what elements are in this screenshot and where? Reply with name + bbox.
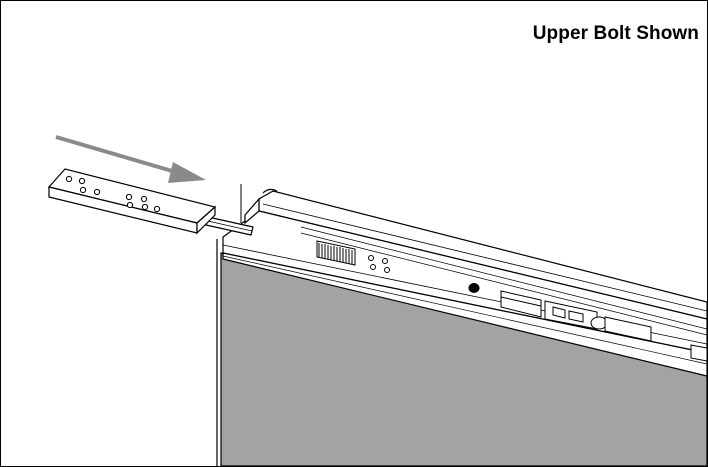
rail-hardware (316, 240, 707, 362)
figure-caption: Upper Bolt Shown (532, 23, 699, 44)
rail-plate (368, 255, 390, 273)
latch-mechanism (500, 290, 707, 362)
spring-coil (316, 240, 356, 266)
bolt-holes (65, 175, 161, 213)
latch-knob (468, 283, 480, 293)
sliding-bolt (47, 168, 254, 236)
direction-arrow-icon (55, 135, 206, 183)
